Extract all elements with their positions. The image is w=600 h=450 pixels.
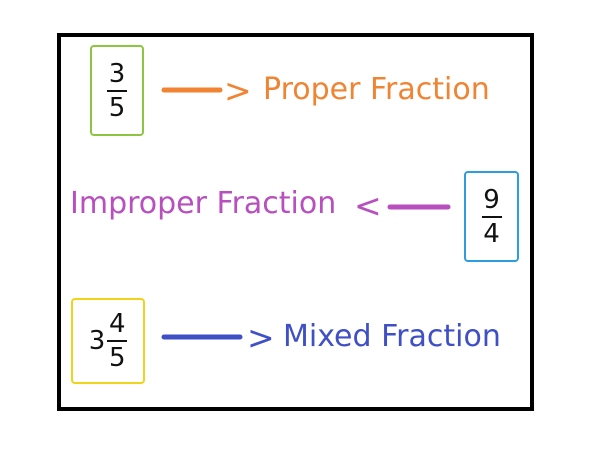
fraction-bar bbox=[107, 89, 127, 92]
improper-arrow-symbol: < bbox=[354, 186, 382, 225]
improper-numerator: 9 bbox=[483, 184, 500, 215]
mixed-arrow: > bbox=[161, 318, 275, 357]
proper-arrow-symbol: > bbox=[224, 71, 252, 110]
improper-denominator: 4 bbox=[483, 218, 500, 249]
improper-arrow: < bbox=[354, 186, 451, 225]
mixed-fraction-value: 4 5 bbox=[107, 309, 128, 373]
improper-fraction-value: 9 4 bbox=[481, 184, 502, 249]
proper-denominator: 5 bbox=[108, 92, 126, 123]
fraction-bar bbox=[107, 340, 128, 342]
proper-fraction-box: 3 5 bbox=[90, 45, 144, 136]
improper-fraction-box: 9 4 bbox=[464, 171, 519, 262]
fraction-bar bbox=[481, 215, 502, 218]
proper-numerator: 3 bbox=[108, 58, 126, 89]
proper-arrow: > bbox=[161, 71, 252, 110]
mixed-denominator: 5 bbox=[108, 343, 126, 373]
diagram-frame: 3 5 > Proper Fraction Improper Fraction … bbox=[57, 33, 534, 411]
mixed-fraction-box: 3 4 5 bbox=[71, 298, 145, 384]
mixed-arrow-symbol: > bbox=[247, 318, 275, 357]
mixed-whole: 3 bbox=[88, 326, 106, 356]
mixed-fraction-label: Mixed Fraction bbox=[283, 319, 501, 354]
proper-fraction-value: 3 5 bbox=[107, 60, 127, 122]
improper-fraction-label: Improper Fraction bbox=[70, 186, 337, 221]
proper-fraction-label: Proper Fraction bbox=[263, 72, 490, 107]
mixed-numerator: 4 bbox=[108, 309, 126, 339]
